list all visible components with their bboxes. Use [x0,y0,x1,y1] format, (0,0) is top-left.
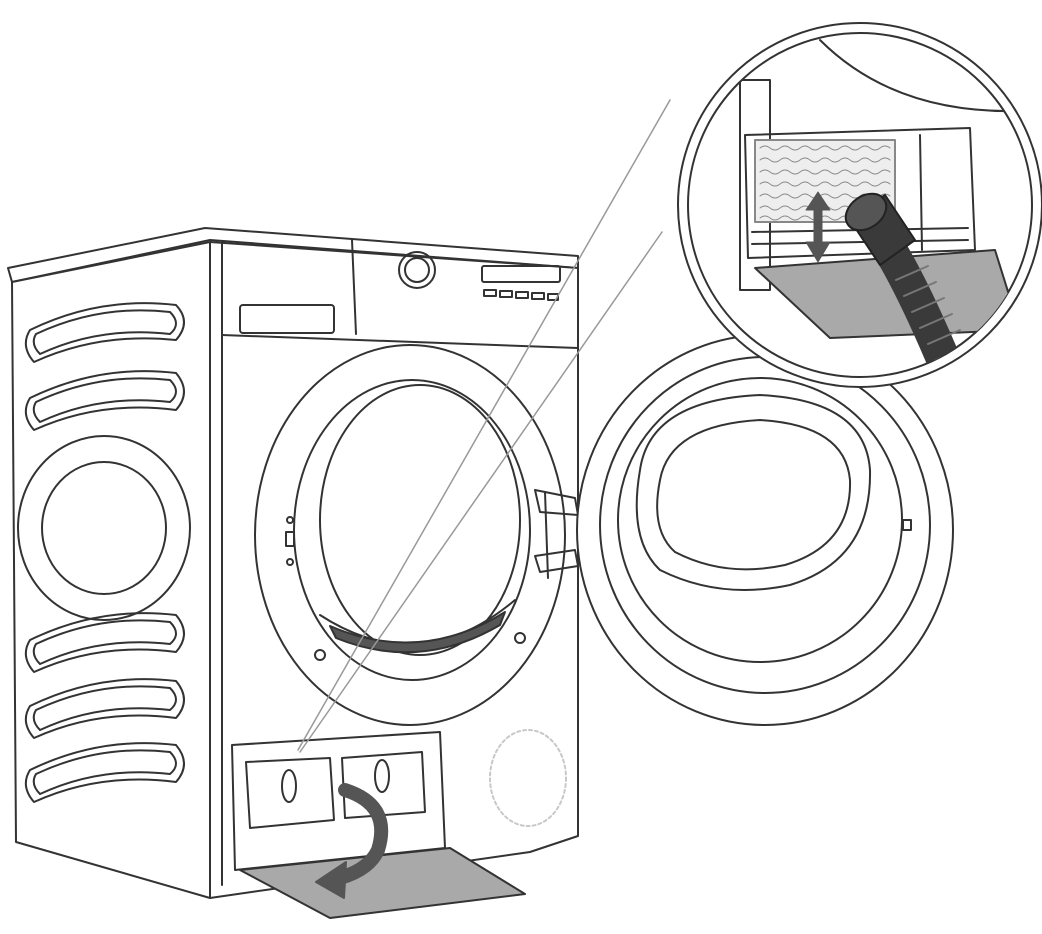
callout-leaders [297,99,671,753]
door-glass-inner [656,419,852,571]
nozzle-tip [844,192,888,232]
side-rib-5 [24,742,185,803]
dryer-body [7,227,579,899]
water-tank-drawer [239,304,335,334]
side-rib-4 [24,678,185,739]
side-oval-inner [41,461,167,595]
vacuum-hose [844,192,977,377]
hinge-bottom [534,549,579,573]
side-rib-4-inner [32,685,177,731]
lock-indicator-dot-1 [286,516,294,524]
callout-inner-ring [687,32,1033,378]
side-rib-1 [24,302,185,363]
control-strip-line [221,334,579,349]
side-embossing [17,302,191,803]
compartment-inner-left [245,757,335,829]
curved-arrow-icon [315,783,389,899]
lock-indicator-dot-2 [286,558,294,566]
side-rib-3 [24,612,185,673]
hose-body [873,233,977,377]
service-compartment [231,731,526,919]
side-rib-2-inner [32,377,177,423]
lever-right[interactable] [374,759,390,793]
door-glass [635,394,872,591]
side-rib-5-inner [32,749,177,795]
side-rib-1-inner [32,309,177,355]
filter-rail-2 [751,239,969,245]
display-window [481,265,561,283]
curved-arrow-head [315,861,347,899]
callout-content [739,39,1032,377]
hinge-bar [544,491,549,579]
door-frame-outer [254,344,566,726]
double-arrow-icon [805,191,831,263]
open-door[interactable] [576,334,954,726]
filter-side-post [919,134,923,251]
program-dial-icon [398,251,436,289]
door-catch-dot-right [514,632,526,644]
side-rib-3-inner [32,619,177,665]
lever-left[interactable] [281,769,297,803]
side-oval-outer [17,435,191,621]
side-rib-2 [24,370,185,431]
door-latch [902,519,912,531]
dryer-front-panel [209,241,579,899]
compartment-inner-right [341,751,426,819]
door-opening [254,344,566,726]
door-catch-dot-left [314,649,326,661]
magnified-callout [677,22,1042,388]
control-panel [239,239,561,335]
drum-opening [319,384,521,656]
door-outer-ring [576,334,954,726]
door-frame-mid [293,379,531,681]
curved-arrow-shaft [325,783,389,887]
program-dial-inner [404,257,430,283]
vent-texture [489,729,567,827]
lint-filter-slot [329,611,506,654]
door-lock-slot [285,531,295,547]
panel-divider [351,239,357,335]
callout-filter-frame [744,127,976,259]
